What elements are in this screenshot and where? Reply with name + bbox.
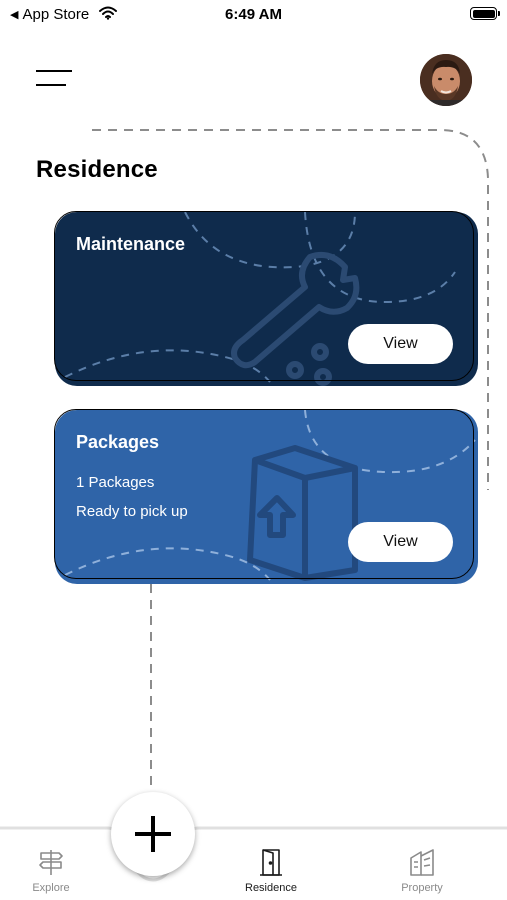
maintenance-card[interactable]: Maintenance View	[55, 212, 478, 386]
door-icon	[260, 849, 282, 876]
packages-view-button[interactable]: View	[348, 522, 453, 562]
back-label: App Store	[22, 6, 90, 23]
back-arrow-icon: ◀	[10, 9, 19, 21]
packages-card[interactable]: Packages 1 Packages Ready to pick up Vie…	[55, 410, 478, 584]
tab-property-label: Property	[401, 882, 443, 894]
menu-button[interactable]	[34, 68, 74, 92]
back-to-app-store-link[interactable]: ◀ App Store	[10, 6, 89, 23]
wifi-icon	[99, 6, 117, 20]
avatar[interactable]	[420, 54, 472, 106]
maintenance-view-button[interactable]: View	[348, 324, 453, 364]
packages-title: Packages	[76, 432, 160, 452]
add-button[interactable]	[111, 792, 195, 876]
status-bar: ◀ App Store 6:49 AM	[0, 0, 507, 28]
packages-count: 1 Packages	[76, 474, 155, 491]
battery-icon	[470, 7, 500, 20]
avatar-photo	[420, 54, 472, 106]
tab-property[interactable]: Property	[367, 848, 477, 898]
menu-bar-top	[36, 70, 72, 72]
page-title: Residence	[36, 156, 158, 183]
tab-explore[interactable]: Explore	[0, 848, 106, 898]
menu-bar-bottom	[36, 84, 66, 86]
building-icon	[410, 849, 434, 876]
tab-explore-label: Explore	[32, 882, 70, 894]
tab-residence[interactable]: Residence	[216, 848, 326, 898]
signpost-icon	[39, 850, 63, 875]
maintenance-title: Maintenance	[76, 234, 186, 254]
tab-residence-label: Residence	[245, 882, 297, 894]
packages-status: Ready to pick up	[76, 503, 188, 520]
plus-icon	[135, 816, 171, 852]
